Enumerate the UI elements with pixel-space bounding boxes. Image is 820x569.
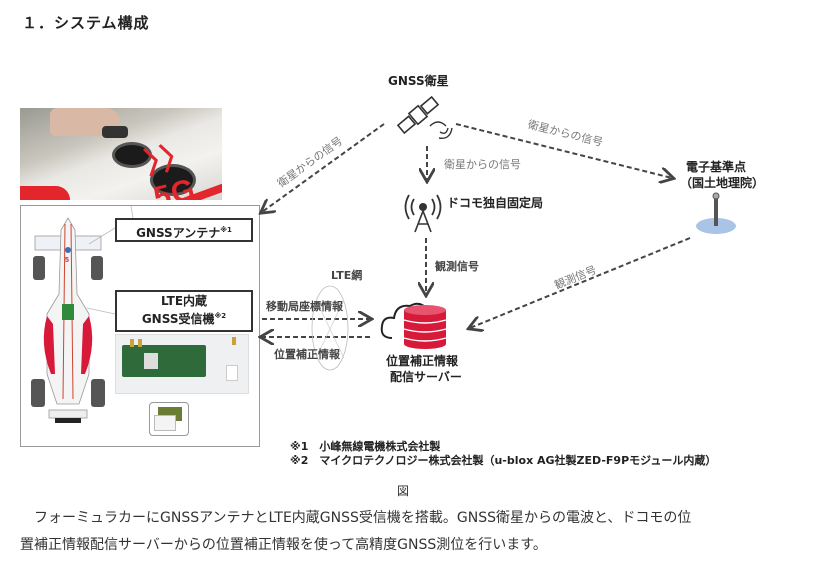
arrow-sat-to-car bbox=[262, 123, 385, 212]
antenna-cap bbox=[102, 126, 128, 138]
arrow-sat-to-reference bbox=[455, 123, 672, 178]
description-paragraph: フォーミュラカーにGNSSアンテナとLTE内蔵GNSS受信機を搭載。GNSS衛星… bbox=[20, 505, 810, 559]
cloud-icon bbox=[380, 302, 429, 339]
base-station-icon bbox=[404, 194, 442, 233]
svg-text:5: 5 bbox=[65, 257, 69, 264]
footnotes: ※1 小峰無線電機株式会社製 ※2 マイクロテクノロジー株式会社製（u-blox… bbox=[290, 440, 716, 468]
module-closeup bbox=[149, 402, 189, 436]
car-hole bbox=[112, 142, 152, 168]
satellite-label: GNSS衛星 bbox=[388, 74, 449, 88]
lte-network-oval bbox=[311, 285, 349, 371]
server-label-1: 位置補正情報 bbox=[386, 354, 459, 368]
diagram-canvas bbox=[0, 95, 736, 371]
footnote-2: ※2 マイクロテクノロジー株式会社製（u-blox AG社製ZED-F9Pモジュ… bbox=[290, 454, 717, 467]
observation-label-vertical: 観測信号 bbox=[435, 260, 479, 273]
description-line-2: 置補正情報配信サーバーからの位置補正情報を使って高精度GNSS測位を行います。 bbox=[20, 537, 547, 553]
figure-caption: 図 bbox=[397, 484, 410, 498]
antenna-install-photo: 〉〉5G bbox=[20, 108, 222, 200]
receiver-note-mark: ※2 bbox=[214, 312, 227, 320]
lte-network-label: LTE網 bbox=[331, 269, 363, 282]
antenna-note-mark: ※1 bbox=[220, 226, 232, 234]
antenna-label-box: GNSSアンテナ※1 bbox=[115, 218, 253, 242]
mobile-coords-label: 移動局座標情報 bbox=[266, 300, 343, 313]
receiver-label-line1: LTE内蔵 bbox=[160, 294, 208, 308]
satellite-dish bbox=[429, 121, 447, 127]
vehicle-panel: 5 GNSSアンテナ※1 LTE内蔵 GNSS受信機※2 bbox=[20, 205, 260, 447]
module-chip-label bbox=[154, 415, 176, 431]
reference-label-1: 電子基準点 bbox=[686, 160, 747, 174]
formula-car-icon: 5 bbox=[31, 217, 105, 423]
station-label: ドコモ独自固定局 bbox=[447, 196, 544, 210]
receiver-label-box: LTE内蔵 GNSS受信機※2 bbox=[115, 290, 253, 332]
reference-label-2: （国土地理院） bbox=[680, 176, 765, 190]
description-line-1: フォーミュラカーにGNSSアンテナとLTE内蔵GNSS受信機を搭載。GNSS衛星… bbox=[34, 510, 692, 526]
footnote-1: ※1 小峰無線電機株式会社製 bbox=[290, 440, 441, 453]
connector bbox=[138, 339, 142, 347]
section-heading: １．システム構成 bbox=[22, 14, 150, 32]
connector bbox=[130, 339, 134, 347]
reference-pole-icon bbox=[714, 198, 718, 226]
gnss-module bbox=[144, 353, 158, 369]
car-hole bbox=[150, 164, 196, 196]
circuit-board bbox=[122, 345, 206, 377]
satellite-icon bbox=[396, 95, 440, 135]
antenna-label: GNSSアンテナ bbox=[136, 226, 221, 240]
label-sticker bbox=[226, 365, 238, 381]
red-stripe bbox=[20, 186, 70, 200]
server-label-2: 配信サーバー bbox=[390, 370, 462, 384]
signal-label-down: 衛星からの信号 bbox=[444, 158, 521, 171]
database-icon bbox=[403, 305, 447, 349]
position-correction-label: 位置補正情報 bbox=[274, 348, 340, 361]
connector bbox=[232, 337, 236, 345]
receiver-label-line2: GNSS受信機 bbox=[141, 312, 215, 326]
receiver-board-photo bbox=[115, 334, 249, 394]
